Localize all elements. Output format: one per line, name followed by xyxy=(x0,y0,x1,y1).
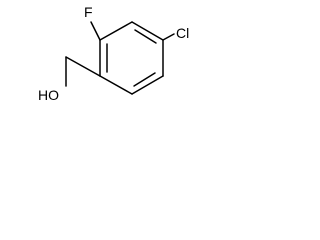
ring-double-bond-inner-1 xyxy=(134,29,157,44)
hydroxyl-label: HO xyxy=(38,87,59,103)
fluorine-bond xyxy=(90,21,101,41)
fluorine-label: F xyxy=(84,4,93,20)
benzene-ring xyxy=(99,21,164,95)
methylene-bond xyxy=(65,56,101,77)
ring-bond-4 xyxy=(131,75,164,95)
ring-bond-2 xyxy=(131,21,164,41)
structural-formula: F Cl HO xyxy=(38,4,189,103)
ring-bond-1 xyxy=(99,21,133,41)
chlorine-label: Cl xyxy=(176,25,189,41)
ring-double-bond-inner-2 xyxy=(133,72,156,87)
chlorine-bond xyxy=(162,33,175,41)
ring-bond-5 xyxy=(99,75,133,95)
